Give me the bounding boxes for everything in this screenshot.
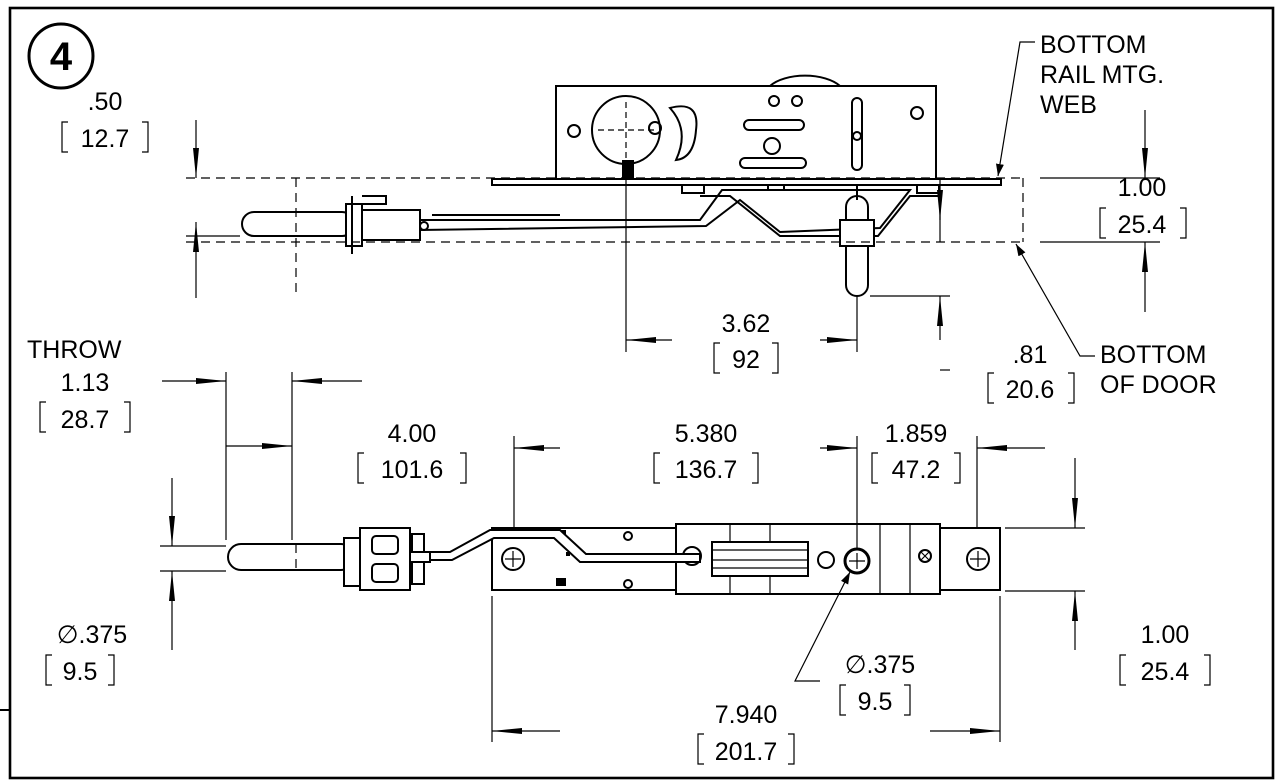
- dim-050-inch: .50: [88, 88, 123, 116]
- dim-100-side-mm: 25.4: [1118, 211, 1167, 239]
- dim-0375-right-inch: ∅.375: [845, 651, 915, 679]
- dim-100-side-inch: 1.00: [1118, 174, 1167, 202]
- dim-5380: 5.380 136.7: [653, 420, 759, 484]
- dim-400: 4.00 101.6: [357, 420, 467, 484]
- dim-081-inch: .81: [1013, 341, 1048, 369]
- side-view: [241, 74, 1002, 297]
- leader-lines: [995, 41, 1095, 357]
- dim-1859-mm: 47.2: [892, 456, 941, 484]
- dim-7940-inch: 7.940: [715, 701, 778, 729]
- figure-number-badge: 4: [27, 22, 95, 90]
- drawing-frame: [0, 6, 1275, 780]
- dim-7940-mm: 201.7: [715, 738, 778, 766]
- dim-100-side: 1.00 25.4: [1099, 174, 1187, 239]
- plan-view: [227, 523, 1001, 595]
- plan-view-extension-lines: [160, 372, 1085, 742]
- dim-5380-inch: 5.380: [675, 420, 738, 448]
- label-bottom-rail-line2: RAIL MTG.: [1040, 61, 1164, 89]
- dim-362-inch: 3.62: [722, 310, 771, 338]
- dim-081: .81 20.6: [987, 341, 1075, 404]
- dim-100-bottom: 1.00 25.4: [1119, 621, 1211, 686]
- dim-7940: 7.940 201.7: [697, 701, 795, 766]
- label-bottom-door-line2: OF DOOR: [1100, 371, 1217, 399]
- label-bottom-rail-line3: WEB: [1040, 91, 1097, 119]
- dim-081-mm: 20.6: [1006, 376, 1055, 404]
- label-bottom-of-door: BOTTOM OF DOOR: [1100, 341, 1217, 399]
- dim-100-bottom-inch: 1.00: [1141, 621, 1190, 649]
- label-bottom-door-line1: BOTTOM: [1100, 341, 1206, 369]
- dim-0375-left: ∅.375 9.5: [45, 621, 127, 686]
- dim-0375-right-leader: [794, 571, 851, 682]
- dim-0375-right: ∅.375 9.5: [839, 651, 915, 716]
- dim-050: .50 12.7: [61, 88, 149, 153]
- dim-400-mm: 101.6: [381, 456, 444, 484]
- dim-1859: 1.859 47.2: [871, 420, 961, 484]
- dim-0375-left-mm: 9.5: [63, 658, 98, 686]
- dim-0375-right-mm: 9.5: [858, 688, 893, 716]
- side-view-reference-lines: [186, 177, 1160, 371]
- dim-113-mm: 28.7: [61, 406, 110, 434]
- label-bottom-rail-line1: BOTTOM: [1040, 31, 1146, 59]
- dim-362-mm: 92: [732, 346, 760, 374]
- dim-5380-mm: 136.7: [675, 456, 738, 484]
- dim-100-bottom-mm: 25.4: [1141, 658, 1190, 686]
- dim-0375-left-inch: ∅.375: [57, 621, 127, 649]
- label-bottom-rail: BOTTOM RAIL MTG. WEB: [1040, 31, 1164, 119]
- dim-113-inch: 1.13: [61, 369, 110, 397]
- dim-400-inch: 4.00: [388, 420, 437, 448]
- figure-number: 4: [50, 35, 73, 79]
- dim-113-arrows: [162, 378, 362, 449]
- dim-113: 1.13 28.7: [39, 369, 131, 434]
- dim-1859-inch: 1.859: [885, 420, 948, 448]
- label-throw: THROW: [27, 336, 122, 364]
- dim-050-mm: 12.7: [81, 125, 130, 153]
- dim-362: 3.62 92: [713, 310, 779, 374]
